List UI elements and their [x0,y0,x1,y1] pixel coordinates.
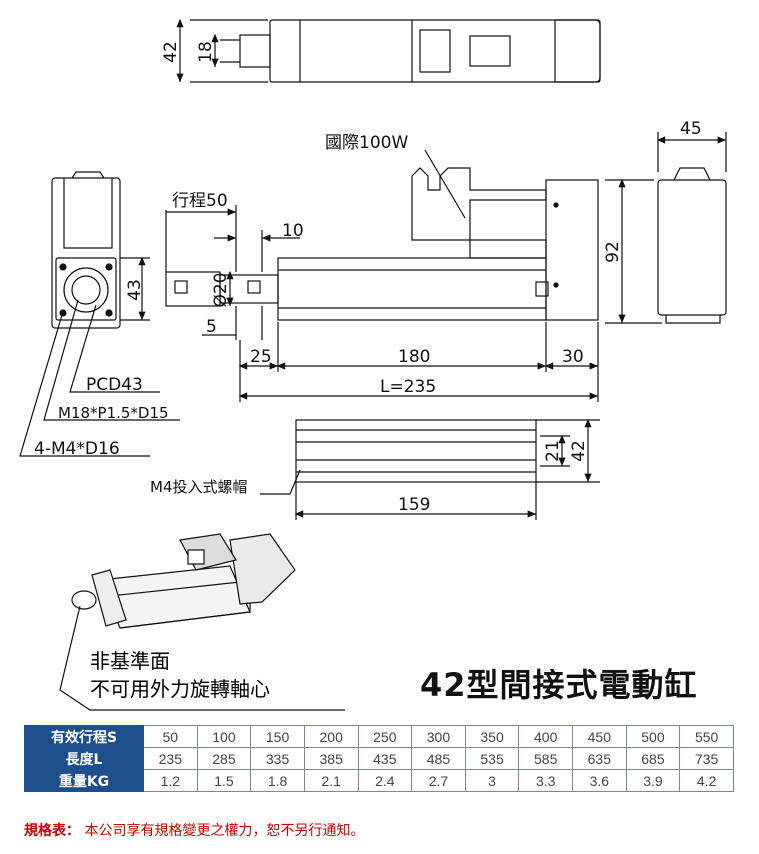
row-header-weight: 重量KG [24,769,144,792]
body-height-a-dim: 21 [543,440,563,462]
spec-note: 規格表： 本公司享有規格變更之權力，恕不另行通知。 [24,820,364,840]
rod-end-dim: 5 [206,317,217,337]
stroke-label: 行程50 [172,191,228,211]
table-cell: 335 [250,747,305,770]
rod-offset-dim: 10 [282,221,304,241]
iso-view [59,533,345,711]
table-cell: 1.8 [250,769,305,792]
table-cell: 635 [572,747,627,770]
product-title: 42型間接式電動缸 [420,666,698,704]
body-height-b-dim: 42 [569,440,589,462]
table-cell: 3.3 [518,769,573,792]
side-width-dim: 45 [680,119,702,139]
table-cell: 100 [196,725,252,748]
table-cell: 350 [464,725,520,748]
top-view [176,18,601,83]
iso-note-line1: 非基準面 [90,649,170,673]
table-cell: 300 [411,725,466,748]
iso-note-line2: 不可用外力旋轉軸心 [90,677,270,701]
thread-label: M18*P1.5*D15 [58,404,169,422]
table-cell: 450 [572,725,627,748]
side-view [605,132,727,324]
table-cell: 2.7 [411,769,466,792]
seg-b-dim: 180 [398,347,430,367]
pcd-label: PCD43 [86,375,143,395]
table-cell: 3.6 [572,769,627,792]
body-view [260,418,600,520]
table-cell: 1.2 [143,769,198,792]
table-cell: 2.1 [303,769,359,792]
motor-label: 國際100W [325,133,408,153]
table-cell: 250 [357,725,413,748]
top-shaft-dim: 18 [196,41,216,63]
table-cell: 2.4 [357,769,413,792]
spec-table: 有效行程S 50 100 150 200 250 300 350 400 450… [24,725,734,792]
top-height-dim: 42 [161,41,181,63]
table-cell: 535 [464,747,520,770]
table-cell: 735 [679,747,734,770]
row-header-stroke: 有效行程S [24,725,144,748]
table-row: 有效行程S 50 100 150 200 250 300 350 400 450… [24,725,734,748]
table-cell: 150 [250,725,305,748]
seg-a-dim: 25 [250,347,272,367]
table-cell: 435 [357,747,413,770]
table-cell: 550 [679,725,734,748]
table-cell: 3 [464,769,520,792]
table-cell: 285 [196,747,252,770]
body-length-dim: 159 [398,495,430,515]
bolts-label: 4-M4*D16 [34,439,120,459]
table-cell: 485 [411,747,466,770]
front-view [165,149,599,402]
table-row: 重量KG 1.2 1.5 1.8 2.1 2.4 2.7 3 3.3 3.6 3… [24,769,734,792]
table-cell: 4.2 [679,769,734,792]
side-height-dim: 92 [603,241,623,263]
table-row: 長度L 235 285 335 385 435 485 535 585 635 … [24,747,734,770]
table-cell: 500 [625,725,681,748]
table-cell: 50 [143,725,198,748]
row-header-length: 長度L [24,747,144,770]
end-pcd-dim: 43 [125,279,145,301]
table-cell: 400 [518,725,573,748]
table-cell: 235 [143,747,198,770]
table-cell: 685 [625,747,681,770]
end-view [19,171,180,457]
screw-label: M4投入式螺帽 [150,478,248,496]
table-cell: 385 [303,747,359,770]
table-cell: 3.9 [625,769,681,792]
seg-c-dim: 30 [562,347,584,367]
total-length-dim: L=235 [380,377,436,397]
table-cell: 585 [518,747,573,770]
table-cell: 200 [303,725,359,748]
table-cell: 1.5 [196,769,252,792]
spec-note-text: 本公司享有規格變更之權力，恕不另行通知。 [84,823,365,839]
rod-dia-dim: Ø20 [211,272,231,307]
spec-note-label: 規格表： [24,823,80,839]
